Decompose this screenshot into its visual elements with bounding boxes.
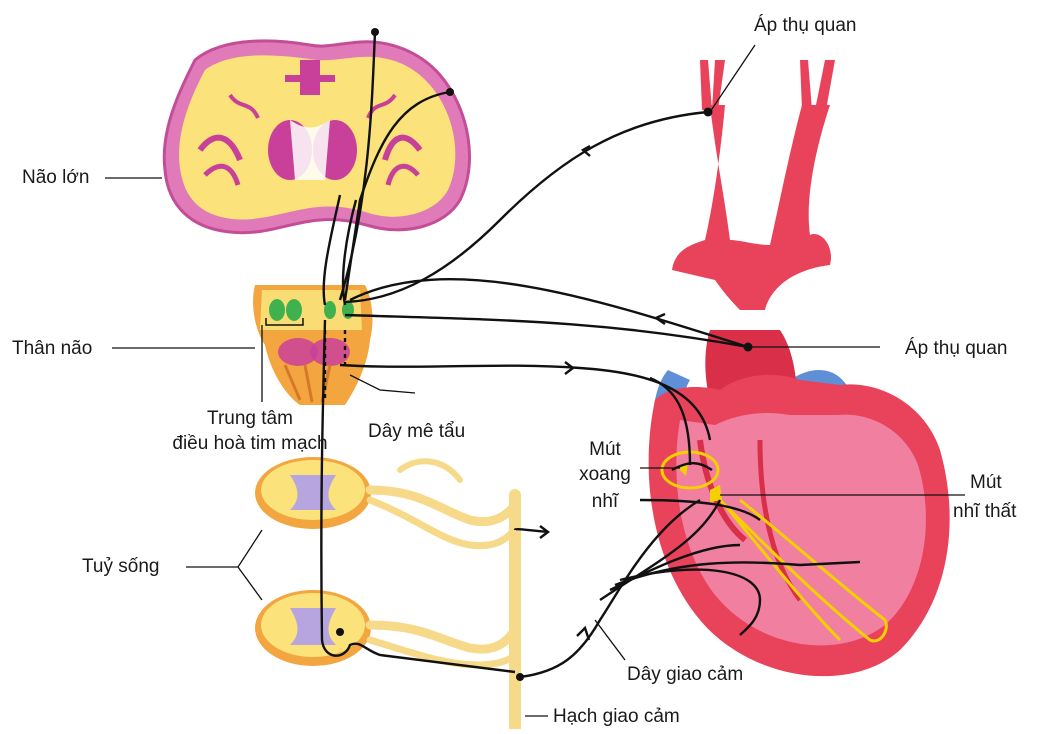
label-mut-xoang-line1: Mút (575, 438, 635, 461)
label-mut-xoang-line3: nhĩ (575, 490, 635, 513)
label-mut-nhi-that-line1: Mút (970, 471, 1002, 494)
leader-day-giao-cam (595, 620, 625, 660)
baroreceptor-right-afferent (345, 315, 748, 347)
sympathetic-chain (370, 461, 515, 729)
label-mut-xoang-line2: xoang (575, 463, 635, 486)
brainstem-illustration (253, 285, 372, 405)
label-ap-thu-quan-right: Áp thụ quan (905, 337, 1007, 360)
cardio-center-right (286, 299, 302, 321)
label-day-me-tau: Dây mê tẩu (368, 420, 465, 443)
label-mut-nhi-that-line2: nhĩ thất (953, 500, 1016, 523)
label-than-nao: Thân não (12, 337, 92, 360)
cardio-center-left (269, 299, 285, 321)
label-nao-lon: Não lớn (22, 166, 89, 189)
spinal-cord-lower (255, 590, 371, 666)
label-day-giao-cam: Dây giao cảm (627, 663, 743, 686)
label-trung-tam-line1: Trung tâm (150, 407, 350, 430)
heart-illustration (649, 60, 950, 676)
spinal-cord-upper (255, 457, 371, 529)
label-ap-thu-quan-top: Áp thụ quan (754, 14, 856, 37)
leader-tuy-song (186, 530, 262, 600)
label-trung-tam-line2: điều hoà tim mạch (150, 432, 350, 455)
label-tuy-song: Tuỷ sống (82, 555, 159, 578)
cerebrum-illustration (164, 41, 469, 233)
label-hach-giao-cam: Hạch giao cảm (553, 705, 680, 728)
